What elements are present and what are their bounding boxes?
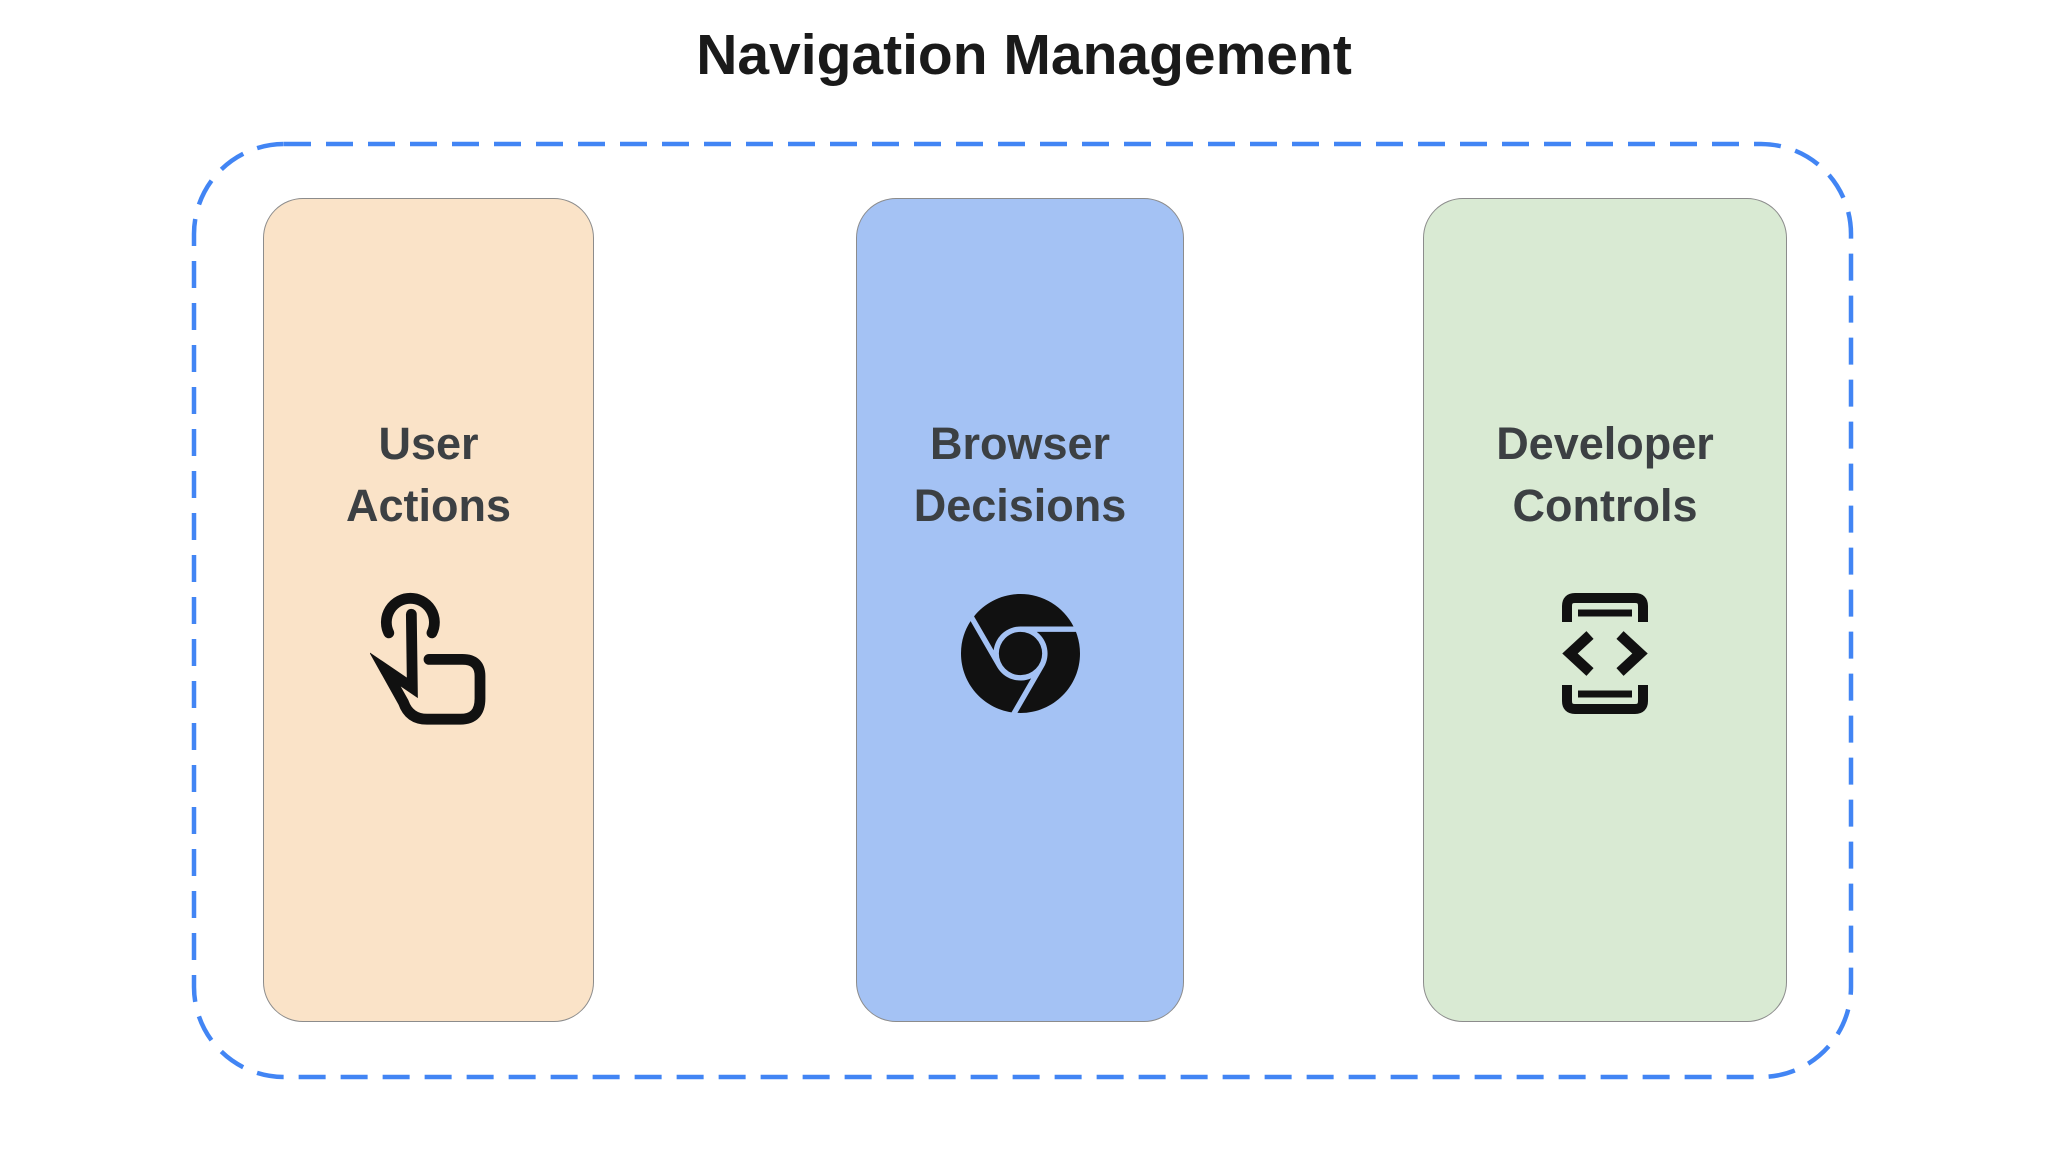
dashed-group-border: [191, 141, 1854, 1080]
card-label-developer-controls: Developer Controls: [1496, 418, 1714, 532]
card-icon-area: [1560, 577, 1650, 729]
card-label-user-actions: User Actions: [345, 418, 511, 532]
card-user-actions: User Actions: [263, 198, 594, 1022]
card-label-browser-decisions: Browser Decisions: [913, 418, 1127, 532]
card-icon-area: [369, 577, 488, 729]
card-browser-decisions: Browser Decisions: [856, 198, 1184, 1022]
card-icon-area: [960, 577, 1080, 729]
developer-mode-icon: [1562, 592, 1648, 714]
card-developer-controls: Developer Controls: [1423, 198, 1787, 1022]
touch-gesture-icon: [369, 593, 485, 725]
dashed-border-rect: [191, 141, 1854, 1080]
chrome-browser-icon: [960, 593, 1080, 713]
diagram-title: Navigation Management: [696, 23, 1352, 87]
